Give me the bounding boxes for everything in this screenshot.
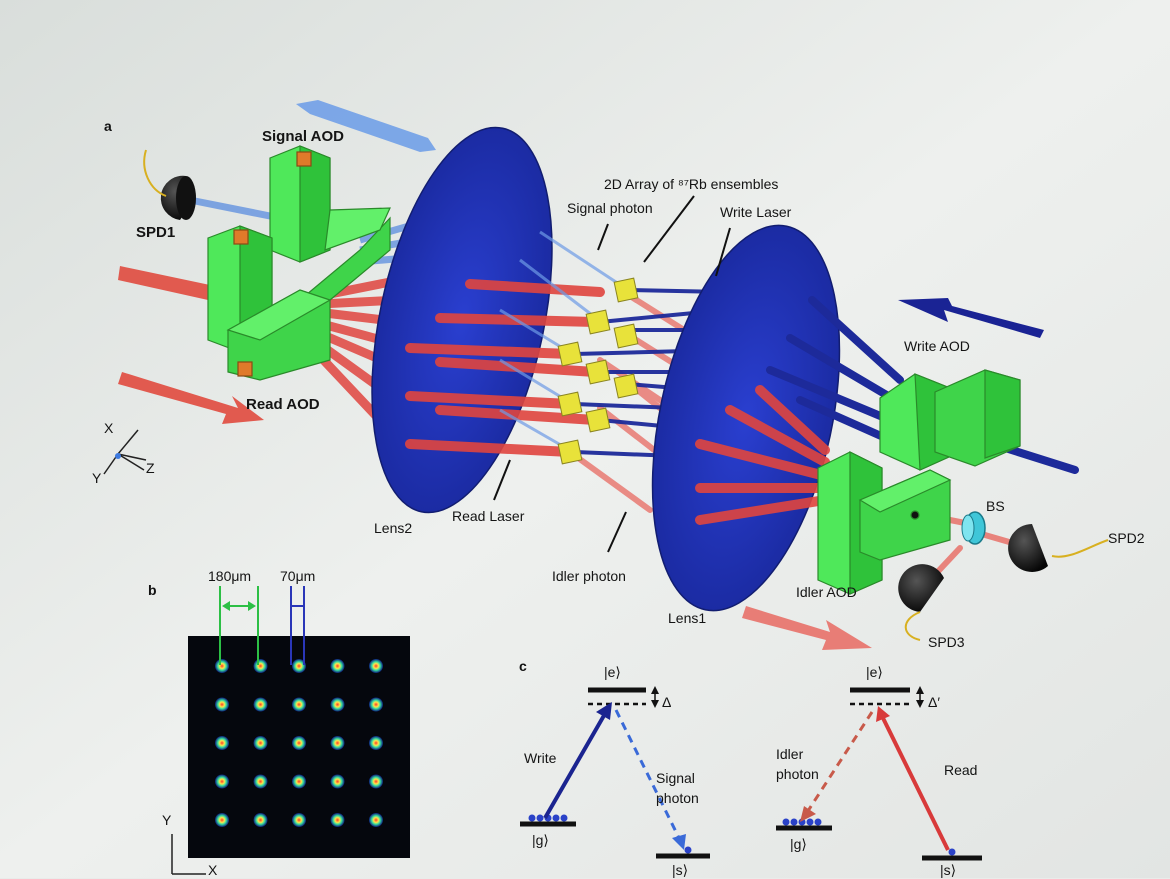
axis-x-label: X bbox=[104, 420, 114, 436]
array-spot bbox=[253, 736, 268, 750]
signal-beams-middle bbox=[499, 230, 623, 450]
array-spot bbox=[330, 659, 345, 673]
array-spot bbox=[330, 736, 345, 750]
read-aod bbox=[207, 225, 332, 381]
read-laser-label: Read Laser bbox=[452, 508, 525, 524]
array-spot bbox=[369, 697, 383, 712]
spot-array bbox=[215, 659, 383, 827]
left-ground-label: |g⟩ bbox=[532, 832, 549, 848]
panel-c-letter: c bbox=[519, 658, 527, 674]
spd1-label: SPD1 bbox=[136, 224, 176, 241]
spacing-marker bbox=[219, 586, 259, 665]
idler-aod bbox=[817, 451, 952, 595]
array-spot bbox=[253, 659, 268, 673]
read-output-arrow bbox=[118, 372, 264, 424]
read-input-arrow bbox=[118, 266, 210, 300]
array-spot bbox=[253, 774, 268, 789]
array-spot bbox=[215, 736, 229, 750]
panel-a-letter: a bbox=[104, 118, 112, 134]
idler-transition-label: Idler photon bbox=[776, 746, 819, 782]
array-spot bbox=[215, 659, 229, 673]
levels-left bbox=[520, 686, 710, 859]
read-transition-label: Read bbox=[944, 762, 978, 778]
spacing-label: 180μm bbox=[208, 568, 252, 584]
idler-aod-label: Idler AOD bbox=[796, 584, 857, 600]
right-excited-label: |e⟩ bbox=[866, 664, 883, 680]
waist-marker bbox=[290, 586, 305, 665]
idler-photon-label: Idler photon bbox=[552, 568, 626, 584]
array-spot bbox=[330, 813, 345, 827]
spd1-detector bbox=[143, 149, 196, 220]
array-spot bbox=[369, 736, 383, 750]
array-label: 2D Array of ⁸⁷Rb ensembles bbox=[604, 176, 779, 192]
axis-y-label: Y bbox=[92, 470, 102, 486]
spd3-label: SPD3 bbox=[928, 634, 965, 650]
signal-transition-label: Signal photon bbox=[656, 770, 699, 806]
array-spot bbox=[330, 774, 345, 789]
array-axis-x-label: X bbox=[208, 862, 218, 878]
panel-b-axes bbox=[171, 834, 206, 875]
array-spot bbox=[215, 813, 229, 827]
axis-origin-dot bbox=[115, 453, 121, 459]
array-spot bbox=[215, 774, 229, 789]
right-storage-label: |s⟩ bbox=[940, 862, 957, 878]
array-spot bbox=[292, 813, 306, 827]
spd2-detector bbox=[1008, 524, 1109, 572]
spd2-label: SPD2 bbox=[1108, 530, 1145, 546]
ensemble-array bbox=[557, 277, 639, 465]
array-spot bbox=[253, 813, 268, 827]
axis-z-label: Z bbox=[146, 460, 155, 476]
array-spot bbox=[330, 697, 345, 712]
write-transition-label: Write bbox=[524, 750, 557, 766]
spd3-detector bbox=[898, 564, 944, 641]
bs-label: BS bbox=[986, 498, 1005, 514]
left-detuning-label: Δ bbox=[662, 694, 672, 710]
array-spot bbox=[292, 697, 306, 712]
array-spot bbox=[253, 697, 268, 712]
beam-splitter bbox=[961, 511, 986, 545]
write-aod-label: Write AOD bbox=[904, 338, 970, 354]
right-detuning-label: Δ′ bbox=[928, 694, 940, 710]
array-axis-y-label: Y bbox=[162, 812, 172, 828]
left-excited-label: |e⟩ bbox=[604, 664, 621, 680]
lens2-label: Lens2 bbox=[374, 520, 413, 536]
write-laser-label: Write Laser bbox=[720, 204, 792, 220]
right-ground-label: |g⟩ bbox=[790, 836, 807, 852]
array-spot bbox=[369, 813, 383, 827]
signal-output-arrow bbox=[296, 100, 436, 152]
array-spot bbox=[369, 774, 383, 789]
array-spot bbox=[215, 697, 229, 712]
array-spot bbox=[292, 736, 306, 750]
left-storage-label: |s⟩ bbox=[672, 862, 689, 878]
array-spot bbox=[369, 659, 383, 673]
lens1-label: Lens1 bbox=[668, 610, 707, 626]
levels-right bbox=[776, 686, 982, 861]
pointer-lines bbox=[493, 195, 731, 553]
write-aod bbox=[879, 369, 1021, 471]
idler-output-arrow bbox=[742, 606, 872, 650]
signal-photon-label: Signal photon bbox=[567, 200, 653, 216]
array-spot bbox=[292, 659, 306, 673]
panel-b-letter: b bbox=[148, 582, 157, 598]
read-aod-label: Read AOD bbox=[246, 396, 320, 413]
signal-aod bbox=[269, 145, 391, 322]
waist-label: 70μm bbox=[280, 568, 316, 584]
signal-aod-label: Signal AOD bbox=[262, 128, 344, 145]
array-spot bbox=[292, 774, 306, 789]
write-input-arrow bbox=[898, 298, 1044, 338]
